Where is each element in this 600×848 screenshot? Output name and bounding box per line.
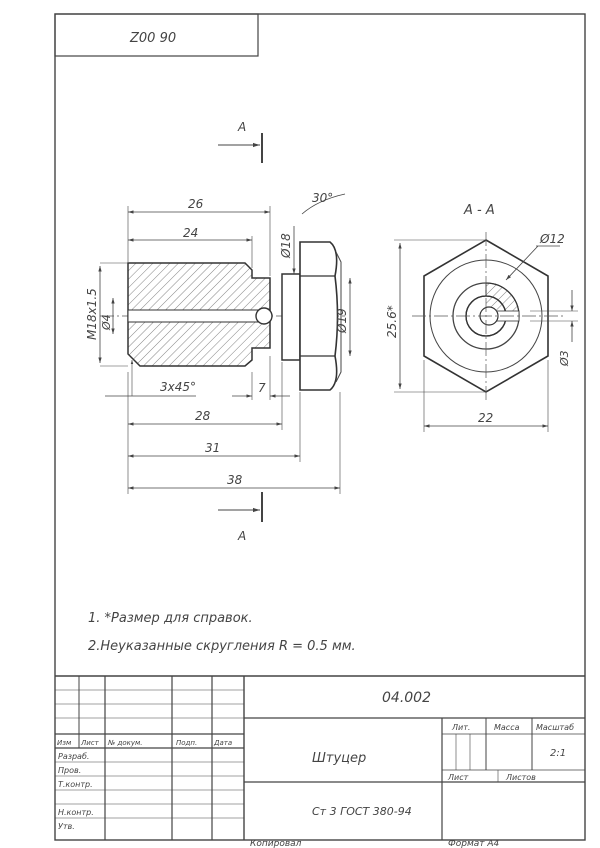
dim-22: 22 <box>478 411 493 425</box>
col-sign: Подп. <box>176 739 197 747</box>
part-name: Штуцер <box>312 751 366 766</box>
stamp-mass: Масса <box>494 723 520 732</box>
col-date: Дата <box>213 739 232 747</box>
dim-31: 31 <box>205 441 220 455</box>
role-approved: Утв. <box>58 822 75 831</box>
dim-d19: Ø19 <box>335 308 349 334</box>
fitting-side-view <box>100 241 345 391</box>
dim-38: 38 <box>227 473 243 487</box>
sheet-frame <box>54 13 586 841</box>
note-2: 2.Неуказанные скругления R = 0.5 мм. <box>88 639 356 654</box>
section-label-bottom: A <box>237 529 246 543</box>
role-norm-control: Н.контр. <box>58 808 94 817</box>
dim-thread: M18x1.5 <box>85 288 99 340</box>
dim-chamfer: 3x45° <box>160 380 196 394</box>
section-view-title: A - A <box>463 203 495 218</box>
dim-angle: 30° <box>312 191 333 205</box>
dim-d18: Ø18 <box>279 233 293 259</box>
role-checker: Пров. <box>58 766 81 775</box>
sheet-label: Лист <box>447 773 469 782</box>
stamp-scale: Масштаб <box>536 723 574 732</box>
side-dimensions <box>98 193 352 494</box>
sheets-label: Листов <box>505 773 536 782</box>
col-izm: Изм <box>57 739 72 747</box>
role-developer: Разраб. <box>58 752 89 761</box>
dim-28: 28 <box>195 409 211 423</box>
dim-d3: Ø3 <box>558 350 571 367</box>
format-label: Формат А4 <box>448 839 500 848</box>
stamp-lit: Лит. <box>451 723 470 732</box>
section-mark-top <box>218 133 263 163</box>
note-1: 1. *Размер для справок. <box>88 611 253 626</box>
title-block <box>55 675 585 840</box>
dim-d4: Ø4 <box>100 314 113 331</box>
section-mark-bottom <box>218 492 263 522</box>
scale-value: 2:1 <box>550 748 566 759</box>
section-dimensions <box>394 239 578 432</box>
dim-25: 25.6* <box>385 305 399 338</box>
header-code-box <box>54 13 259 57</box>
doc-number: 04.002 <box>382 690 431 706</box>
role-tech-control: Т.контр. <box>58 780 93 789</box>
dim-24: 24 <box>183 226 198 240</box>
section-label-top: A <box>237 120 246 134</box>
col-doc: № докум. <box>107 739 143 747</box>
col-list: Лист <box>80 739 100 747</box>
dim-7: 7 <box>258 381 266 395</box>
material: Ст 3 ГОСТ 380-94 <box>312 805 412 818</box>
dim-26: 26 <box>188 197 204 211</box>
header-code: Z00 90 <box>129 31 176 46</box>
fitting-section-view <box>412 232 565 400</box>
copied-label: Копировал <box>250 839 302 848</box>
dim-d12: Ø12 <box>539 232 565 246</box>
